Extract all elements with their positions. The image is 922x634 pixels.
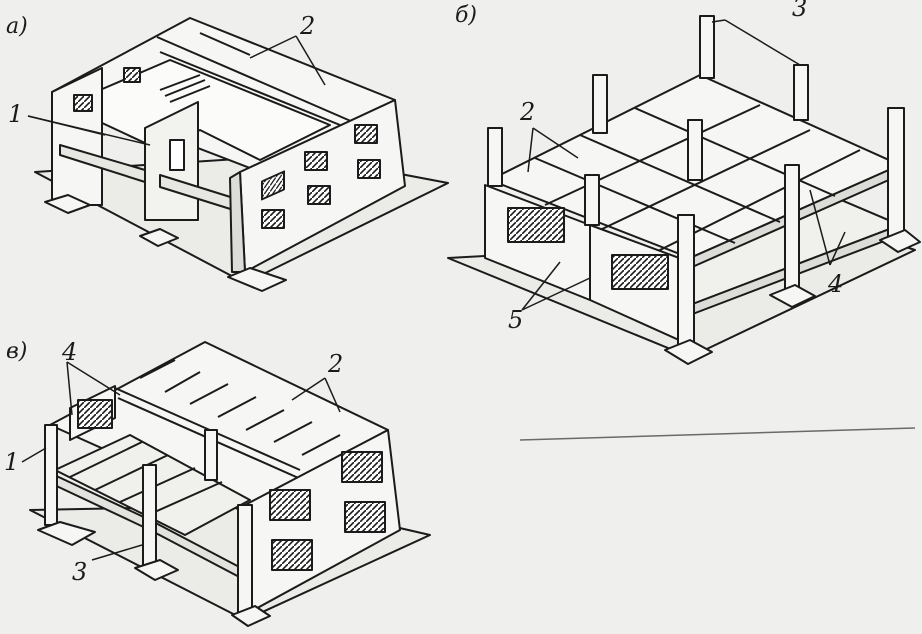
intermediate-slab: [59, 144, 146, 183]
window: [341, 451, 383, 483]
leader-line: [324, 377, 341, 413]
roof-panel-joint: [159, 51, 341, 126]
window: [307, 185, 331, 205]
slab-joint: [599, 129, 811, 231]
window: [73, 94, 93, 112]
panel-b-full-frame-building: [447, 15, 921, 365]
column: [142, 464, 157, 571]
panel-c-incomplete-frame-building: [21, 341, 431, 627]
window: [261, 170, 285, 201]
leader-line: [21, 447, 47, 463]
slab-joint: [139, 359, 176, 379]
slab-joint: [217, 396, 257, 418]
callout-c-1: 1: [4, 448, 19, 476]
slab-joint: [245, 409, 285, 431]
slab-joint: [69, 441, 143, 478]
window: [77, 399, 113, 429]
slab-joint: [634, 107, 836, 197]
column: [677, 214, 695, 351]
wall-end-face: [229, 171, 246, 273]
callout-a-1: 1: [8, 100, 23, 128]
end-wall-left: [51, 67, 103, 206]
column: [887, 107, 905, 239]
leader-line: [91, 544, 143, 561]
leader-line: [27, 115, 151, 146]
foundation-pad: [879, 229, 921, 253]
foundation-pad: [227, 267, 287, 292]
callout-c-2: 2: [327, 350, 343, 378]
column: [237, 504, 253, 616]
callout-b-2: 2: [519, 98, 535, 126]
column: [44, 424, 58, 526]
leader-line: [249, 35, 297, 59]
callout-b-5: 5: [508, 306, 523, 334]
column: [784, 164, 800, 291]
leader-line: [291, 377, 326, 401]
callout-c-3: 3: [72, 558, 87, 586]
leader-line: [527, 127, 534, 173]
foundation-pad: [664, 339, 713, 365]
panel-a-label: а): [6, 14, 28, 39]
leader-line: [724, 19, 801, 66]
slab-joint: [189, 383, 229, 405]
foundation-pad: [139, 228, 179, 247]
leader-line: [532, 127, 579, 159]
leader-line: [66, 361, 121, 396]
leader-line: [711, 19, 726, 23]
leader-line: [521, 261, 561, 311]
roof-panel-joint: [199, 32, 251, 56]
foundation-pad: [37, 521, 96, 546]
leader-line: [809, 189, 831, 266]
foundation-pad: [134, 559, 179, 581]
leader-line: [521, 277, 591, 311]
column: [699, 15, 715, 79]
column: [204, 429, 218, 481]
callout-a-2: 2: [299, 12, 315, 40]
stair-line: [159, 74, 201, 91]
column: [793, 64, 809, 121]
slab-joint: [94, 454, 169, 491]
slab-joint: [164, 371, 201, 393]
window: [123, 67, 141, 83]
window: [271, 539, 313, 571]
slab-joint: [119, 467, 196, 503]
window: [344, 501, 386, 533]
callout-c-4: 4: [61, 338, 77, 366]
foundation-pad: [769, 284, 816, 308]
slab-joint: [544, 104, 761, 206]
leader-line: [829, 231, 846, 266]
column: [584, 174, 600, 226]
window: [354, 124, 378, 144]
callout-b-3: 3: [792, 0, 807, 22]
column: [487, 127, 503, 187]
foundation-pad: [44, 194, 91, 214]
roof-panel-joint: [156, 36, 354, 123]
window: [304, 151, 328, 171]
slab-joint: [273, 421, 313, 443]
slab-joint: [147, 481, 223, 516]
leader-line: [66, 361, 73, 416]
window: [261, 209, 285, 229]
column: [592, 74, 608, 134]
foundation-pad: [231, 605, 271, 627]
column: [687, 119, 703, 181]
slab-joint: [301, 434, 341, 456]
leader-line: [295, 35, 326, 86]
callout-b-4: 4: [827, 270, 843, 298]
window: [507, 207, 565, 243]
stair-line: [169, 85, 211, 103]
panel-b-label: б): [455, 3, 477, 28]
separator-line: [519, 427, 916, 441]
window: [611, 254, 669, 290]
window: [357, 159, 381, 179]
door-opening: [169, 139, 185, 171]
window: [269, 489, 311, 521]
stair-line: [164, 79, 206, 97]
panel-a-bearing-wall-building: [27, 17, 449, 292]
panel-c-label: в): [6, 339, 27, 364]
